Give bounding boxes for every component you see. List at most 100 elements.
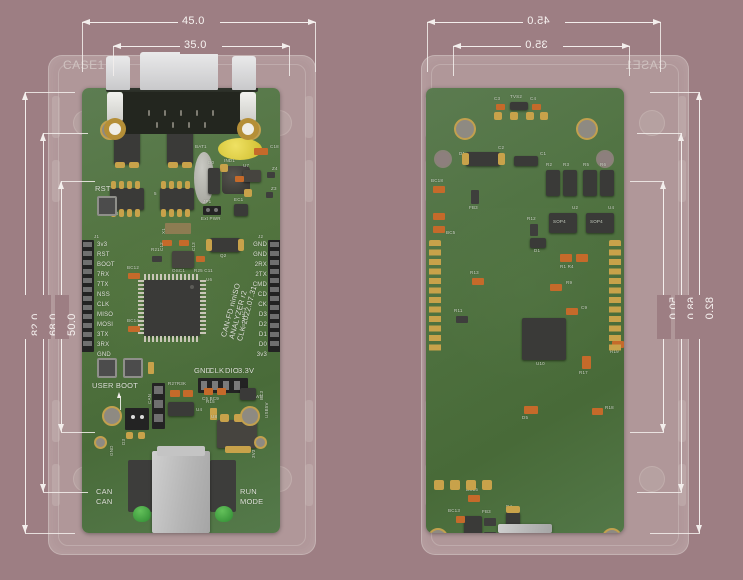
header-j1-pins[interactable] <box>83 242 92 350</box>
db9-pin <box>172 122 174 128</box>
db9-pin <box>188 122 190 128</box>
pin-label: D3 <box>258 312 267 318</box>
user-button[interactable] <box>97 358 117 378</box>
component-bc13 <box>456 516 465 523</box>
back-dim-45-arrow-right <box>653 18 661 25</box>
component-r20 <box>254 148 268 155</box>
refdes-x1: X1 <box>161 228 166 234</box>
component-r3k <box>183 390 193 397</box>
mcu-pins-bottom <box>144 336 200 342</box>
pin-label: 3v3 <box>97 242 108 248</box>
db9-screw <box>107 92 123 122</box>
via <box>214 208 218 212</box>
pad <box>119 209 124 217</box>
dim-82-arrow-bottom <box>21 525 28 533</box>
component-bc15 <box>468 495 480 502</box>
back-dim-50-ext-bottom <box>630 432 664 433</box>
component-r17 <box>582 356 591 369</box>
refdes-r27-r3k: R27R3K <box>168 381 187 386</box>
component-d1 <box>466 152 500 166</box>
refdes-r15: R15 <box>206 399 215 404</box>
db9-connector-hood <box>140 52 218 90</box>
refdes-r13: R13 <box>470 270 479 275</box>
refdes-c3: C3 <box>494 96 501 101</box>
pin-label: MOSI <box>97 322 114 328</box>
pad <box>220 164 228 172</box>
case-vent-slot <box>305 96 313 138</box>
front-case-label: CASE1 <box>63 58 105 72</box>
pad <box>168 162 178 168</box>
db9-screw <box>240 92 256 122</box>
component-u2-sop4 <box>549 213 577 233</box>
pin-label: 2RX <box>254 262 267 268</box>
refdes-d1b: D1 <box>534 248 541 253</box>
dim-50-text-bg <box>55 295 69 339</box>
db9-screw-hole <box>109 123 121 135</box>
refdes-r3: R3 <box>563 162 570 167</box>
refdes-fb3b: FB3 <box>482 509 491 514</box>
polarity-arrow <box>120 396 121 410</box>
jumper-jp1[interactable] <box>203 206 221 215</box>
reset-button[interactable] <box>97 196 117 216</box>
pad <box>185 209 190 217</box>
back-dim-50-arrow-top <box>659 181 666 189</box>
refdes-c18: C18 <box>270 144 279 149</box>
component-z3 <box>266 192 273 198</box>
dim-68-arrow-bottom <box>39 484 46 492</box>
pin-label: 3v3 <box>256 352 267 358</box>
refdes-bc18: BC18 <box>431 178 444 183</box>
usb-connector[interactable] <box>152 451 210 533</box>
header-j3-pins[interactable] <box>154 386 163 426</box>
label-usb5v-pad: USB5V <box>264 402 269 418</box>
back-dim-35-arrow-left <box>453 42 461 49</box>
pad <box>185 181 190 189</box>
boot-button[interactable] <box>123 358 143 378</box>
back-dim-50-text-bg <box>657 295 671 339</box>
pad <box>138 432 145 439</box>
component-r3 <box>563 170 577 196</box>
label-can-2: CAN <box>96 497 113 506</box>
copper-pour <box>436 208 614 408</box>
component-q1b <box>530 238 546 248</box>
pad <box>161 209 166 217</box>
dim-68-ext-bottom <box>43 492 88 493</box>
component-f2b <box>484 532 496 533</box>
header-swd-pins[interactable] <box>201 381 245 390</box>
pad <box>244 189 252 197</box>
case-post <box>639 466 665 492</box>
dim-82-ext-top <box>25 92 75 93</box>
component-c5 <box>204 388 213 395</box>
via <box>206 208 210 212</box>
label-sdmmc1: SDMMC1 <box>241 307 246 328</box>
db9-pin <box>164 110 166 116</box>
component-u5 <box>160 188 194 210</box>
refdes-bc13: BC13 <box>448 508 461 513</box>
case-vent-slot <box>305 464 313 506</box>
header-pads-right <box>609 240 621 352</box>
label-user-boot: USER BOOT <box>92 381 138 390</box>
back-dim-68-text-bg <box>675 295 689 339</box>
back-dim-82-ext-top <box>650 92 700 93</box>
led1-lens <box>133 506 151 522</box>
component-r12 <box>530 224 538 236</box>
pad <box>482 480 492 490</box>
refdes-c4: C4 <box>530 96 537 101</box>
pad <box>129 162 139 168</box>
component-f1 <box>218 138 262 160</box>
component-ec1 <box>234 204 248 216</box>
db9-screw-hole <box>242 123 254 135</box>
refdes-c9: C9 <box>581 305 588 310</box>
usb-shield-back <box>498 524 552 533</box>
pad <box>526 112 534 120</box>
refdes-ind1: IND1 <box>224 158 236 163</box>
pad <box>126 432 133 439</box>
pad <box>225 446 251 453</box>
component-ec3 <box>240 388 256 400</box>
refdes-u7: U7 <box>243 163 250 168</box>
mcu-pins-right <box>200 280 206 336</box>
refdes-r18: R18 <box>605 405 614 410</box>
back-dim-68-arrow-bottom <box>677 484 684 492</box>
swd-pin-3v3: 3.3V <box>238 366 255 375</box>
pad <box>434 480 444 490</box>
header-j2-pins[interactable] <box>270 242 279 350</box>
